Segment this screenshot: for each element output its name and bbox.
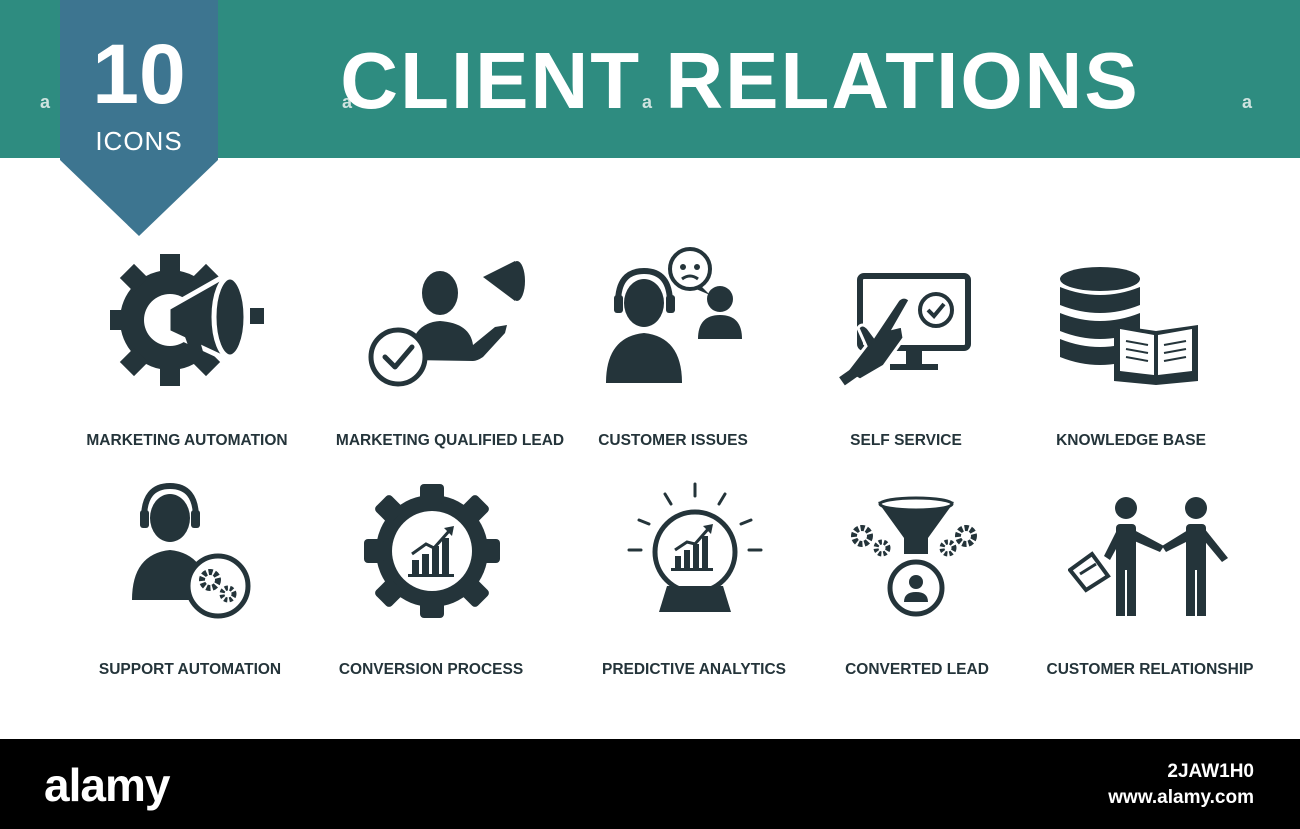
icon-label: CUSTOMER ISSUES [598,432,748,449]
icon-label: CONVERSION PROCESS [338,661,524,678]
icon-label: SUPPORT AUTOMATION [98,661,282,678]
crystal-ball-chart-icon [627,482,763,612]
watermark-mark: a [1242,92,1253,112]
support-agent-gears-icon [132,482,251,619]
gear-growth-chart-icon [364,484,500,618]
icon-label: SELF SERVICE [850,432,962,449]
icon-label: KNOWLEDGE BASE [1056,432,1206,449]
gear-megaphone-icon [110,254,264,386]
database-book-icon [1060,267,1198,385]
watermark-mark: a [40,92,51,112]
site-url: www.alamy.com [1108,787,1254,808]
watermark-mark: a [342,92,353,112]
icon-label: PREDICTIVE ANALYTICS [601,661,787,678]
funnel-user-gears-icon [851,496,977,617]
watermark-mark: a [942,92,953,112]
badge-shape [60,0,218,236]
hand-touch-monitor-icon [839,273,971,386]
person-megaphone-check-icon [368,261,525,387]
icon-label: CUSTOMER RELATIONSHIP [1046,661,1254,678]
handshake-people-icon [1068,497,1228,616]
alamy-logo: alamy [44,759,170,811]
footer-bar: alamy 2JAW1H0 www.alamy.com [0,739,1300,829]
image-id: 2JAW1H0 [1167,761,1254,782]
icon-label: CONVERTED LEAD [845,661,989,678]
icon-label: MARKETING AUTOMATION [86,432,288,449]
page-title: CLIENT RELATIONS [340,36,1140,125]
support-agent-angry-customer-icon [606,247,742,383]
badge-label: ICONS [95,126,183,156]
watermark-mark: a [642,92,653,112]
icon-label: MARKETING QUALIFIED LEAD [335,432,565,449]
icon-count-badge: 10 ICONS [60,0,218,236]
badge-number: 10 [92,27,186,121]
